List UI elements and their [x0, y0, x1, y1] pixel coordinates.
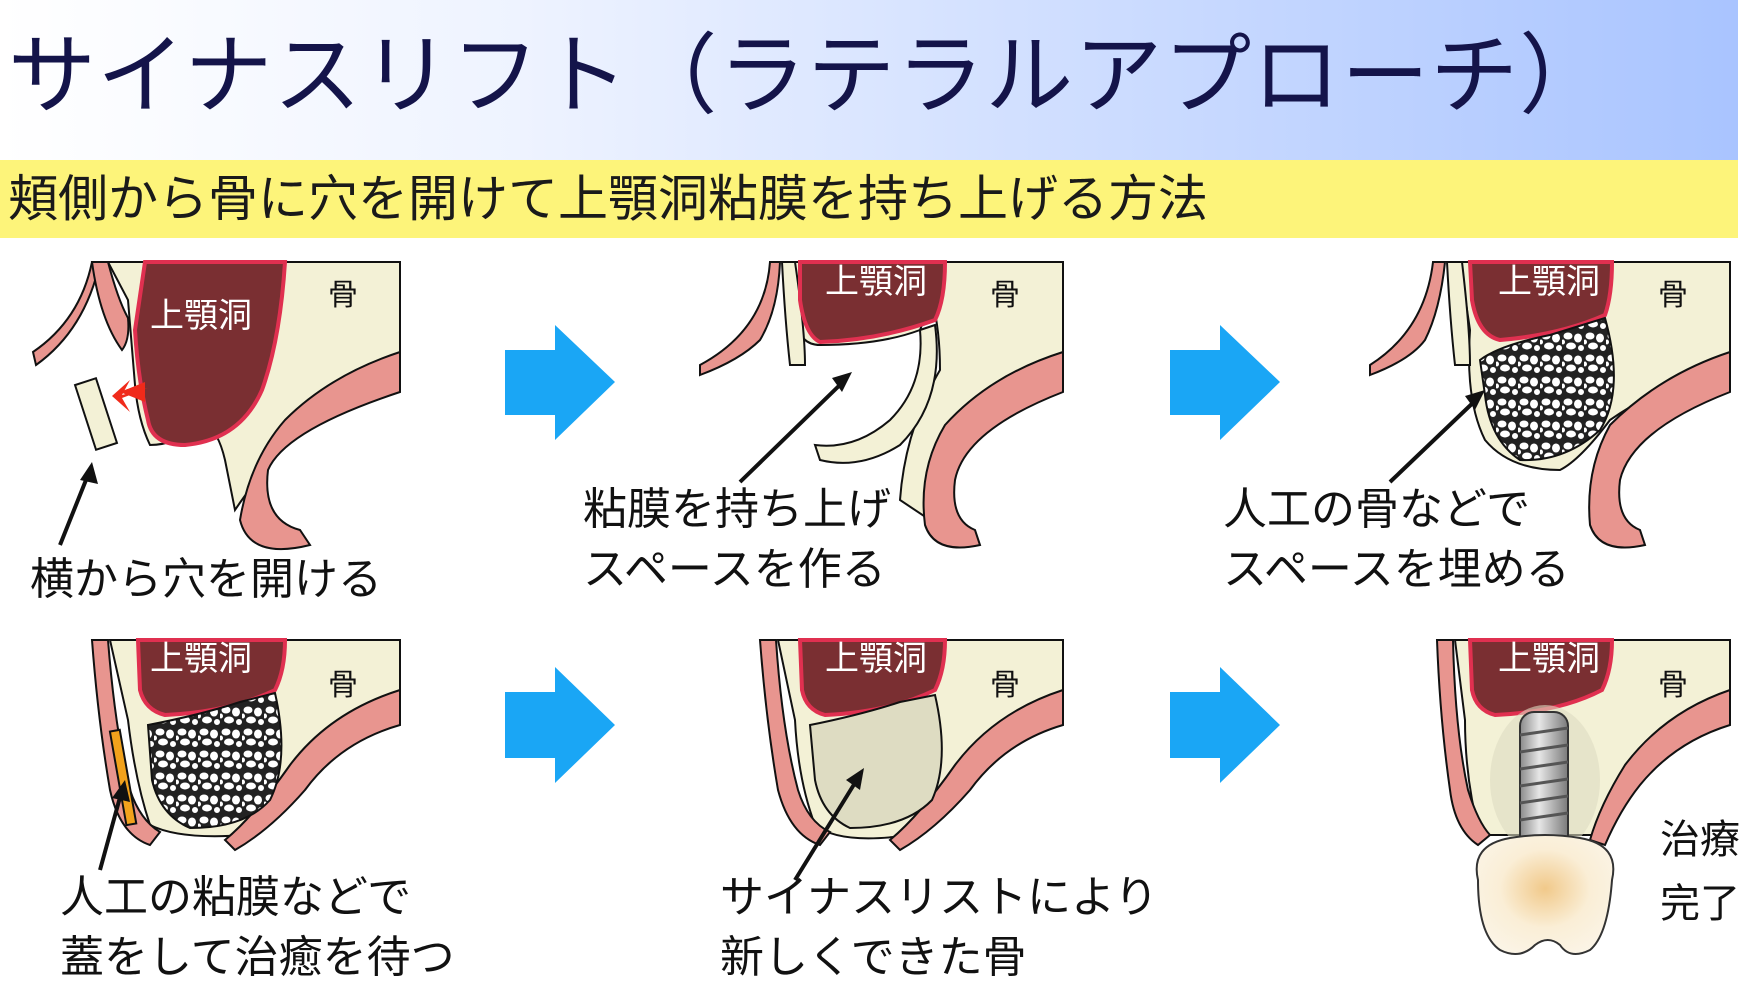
pointer-line: [98, 789, 124, 871]
maxillary-sinus: [1467, 260, 1615, 343]
panel-4: 上顎洞 骨: [90, 638, 401, 871]
panel-1: 上顎洞 骨: [31, 260, 401, 551]
caption-line: スペースを埋める: [1223, 544, 1570, 595]
caption-line: 人工の粘膜などで: [60, 872, 412, 923]
bone-label: 骨: [1658, 668, 1688, 703]
maxillary-sinus: [798, 260, 948, 345]
caption-line: 新しくできた骨: [720, 932, 1027, 983]
page-title: サイナスリフト（ラテラルアプローチ）: [8, 24, 1609, 127]
gum-tissue: [223, 688, 401, 852]
bone-graft-granules: [146, 691, 283, 830]
sinus-label: 上顎洞: [825, 639, 927, 679]
title-bar: [0, 0, 1738, 160]
gum-tissue: [922, 350, 1064, 549]
bone-label: 骨: [328, 668, 358, 703]
caption-line: 粘膜を持ち上げ: [583, 484, 891, 535]
panel-2: 上顎洞 骨: [699, 260, 1064, 549]
step-caption-1: 横から穴を開ける: [30, 550, 382, 610]
caption-line: 治療: [1660, 817, 1740, 863]
bone-edge: [1445, 261, 1472, 366]
step-caption-4: 人工の粘膜などで 蓋をして治癒を待つ: [60, 868, 455, 988]
step-caption-2: 粘膜を持ち上げ スペースを作る: [583, 480, 891, 600]
step-caption-3: 人工の骨などで スペースを埋める: [1223, 480, 1570, 600]
caption-line: スペースを作る: [583, 544, 886, 595]
sinus-label: 上顎洞: [1498, 262, 1600, 302]
gum-tissue: [699, 261, 782, 377]
caption-line: 人工の骨などで: [1223, 484, 1531, 535]
caption-line: 横から穴を開ける: [30, 554, 382, 605]
sinus-label: 上顎洞: [150, 639, 252, 679]
step-arrow: [1170, 667, 1280, 783]
panel-5: 上顎洞 骨: [758, 638, 1064, 882]
bone-label: 骨: [990, 668, 1020, 703]
step-arrow: [1170, 325, 1280, 440]
pointer-line: [58, 469, 92, 546]
caption-line: 蓋をして治癒を待つ: [60, 932, 455, 983]
pointer-arrowhead: [846, 768, 864, 790]
bone-label: 骨: [1658, 278, 1688, 313]
pointer-arrowhead: [80, 462, 98, 484]
sinus-label: 上顎洞: [825, 262, 927, 302]
bone-window-piece: [73, 377, 119, 451]
page-subtitle: 頬側から骨に穴を開けて上顎洞粘膜を持ち上げる方法: [8, 170, 1208, 228]
bone-graft-granules: [1478, 316, 1615, 462]
step-arrow: [505, 667, 615, 783]
sinus-label: 上顎洞: [1498, 639, 1600, 679]
gum-tissue: [758, 639, 832, 847]
dental-implant: [1519, 711, 1569, 853]
gum-tissue: [31, 261, 102, 367]
membrane-lining: [90, 261, 130, 352]
lifted-membrane: [813, 323, 938, 464]
bone-label: 骨: [990, 278, 1020, 313]
sinus-label: 上顎洞: [150, 296, 252, 336]
pointer-line: [793, 776, 860, 882]
red-pointer-arrow: [112, 380, 148, 412]
pointer-arrowhead: [832, 372, 852, 392]
gum-tissue: [90, 639, 162, 847]
pointer-arrowhead: [112, 780, 130, 802]
step-caption-5: サイナスリストにより 新しくできた骨: [720, 868, 1158, 988]
pointer-line: [738, 378, 847, 484]
new-bone-area: [808, 693, 943, 830]
bone-label: 骨: [328, 278, 358, 313]
step-caption-6: 治療 完了: [1660, 808, 1740, 936]
gum-tissue: [1435, 639, 1492, 847]
gum-tissue: [238, 350, 401, 551]
panel-3: 上顎洞 骨: [1369, 260, 1731, 549]
caption-line: 完了: [1660, 881, 1740, 927]
red-pointer-arrow: [120, 382, 145, 402]
caption-line: サイナスリストにより: [720, 872, 1159, 923]
pointer-line: [1388, 396, 1480, 484]
gum-tissue: [1588, 350, 1731, 549]
gum-tissue: [1369, 261, 1447, 377]
step-arrow: [505, 325, 615, 440]
gum-tissue: [888, 688, 1064, 852]
pointer-arrowhead: [1465, 390, 1485, 410]
crown: [1475, 834, 1615, 955]
panel-6: 上顎洞 骨: [1435, 638, 1731, 955]
subtitle-bar: [0, 160, 1738, 238]
